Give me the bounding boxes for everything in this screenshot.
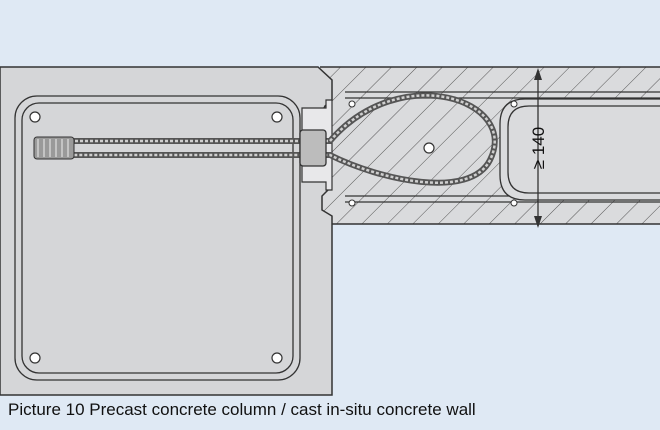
precast-column [0,66,333,396]
figure-caption: Picture 10 Precast concrete column / cas… [8,400,476,419]
wire-rope-loop [33,92,498,186]
dimension-arrow: ≥ 140 [529,68,548,228]
rope-ferrule [299,129,327,167]
wall-bar-dot [423,142,435,154]
dimension-label: ≥ 140 [529,127,548,169]
wall-reinforcement [345,91,660,207]
